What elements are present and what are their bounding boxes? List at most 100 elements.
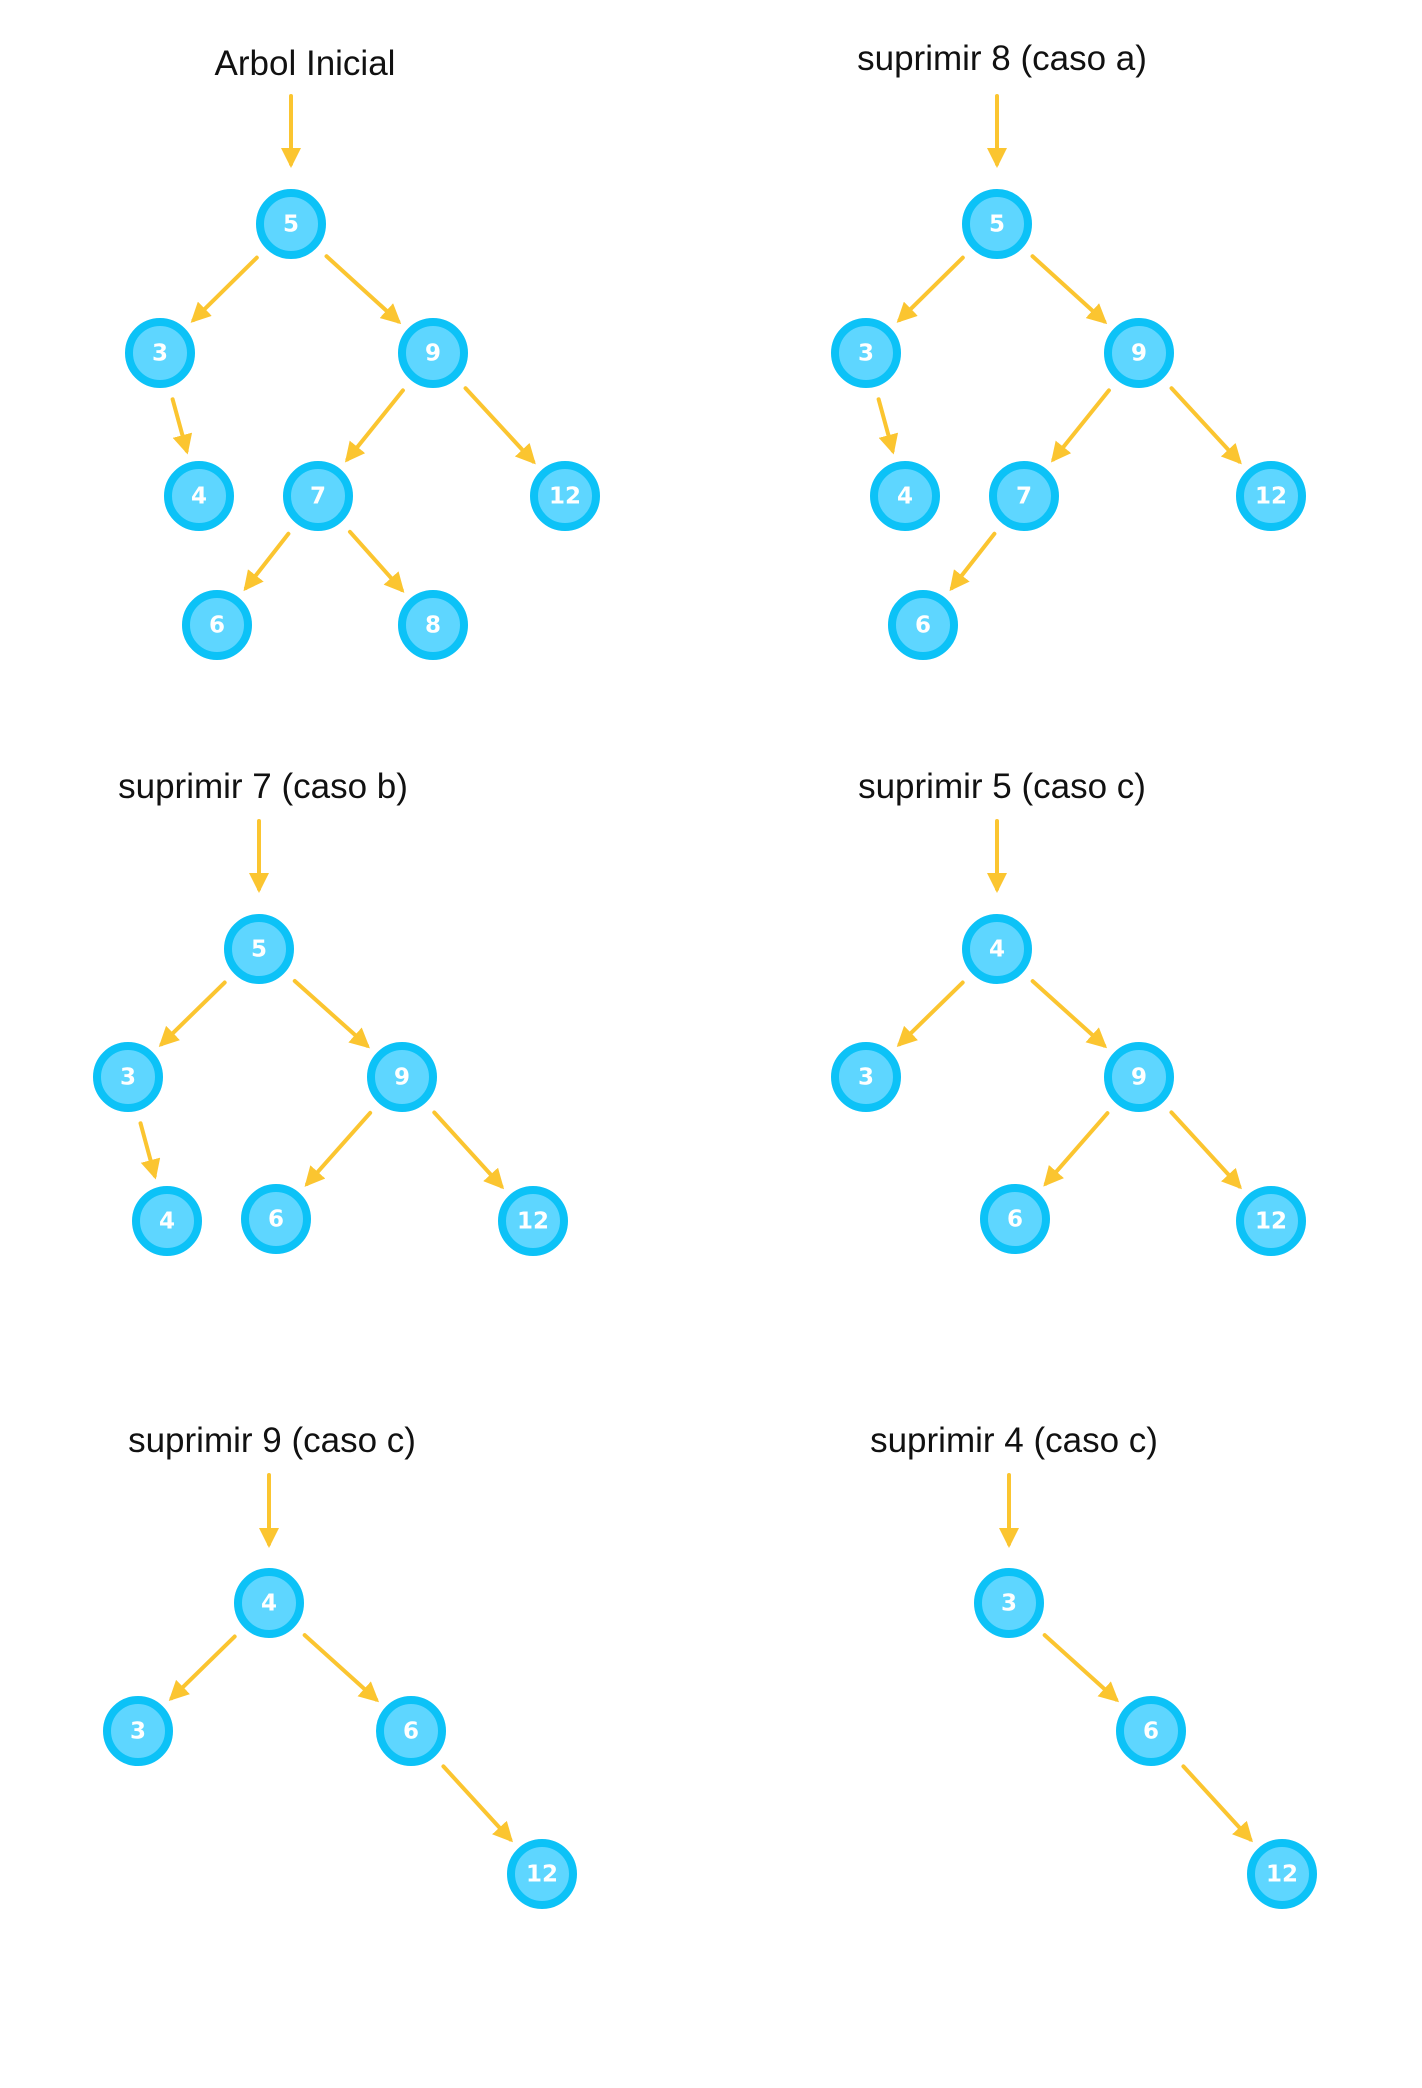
tree-node-12: 12 [507,1839,577,1909]
tree-node-3: 3 [125,318,195,388]
edge-arrow-9-7 [344,388,405,463]
diagram-title-0: Arbol Inicial [214,44,396,83]
tree-node-9: 9 [1104,1042,1174,1112]
node-circle [831,1042,901,1112]
node-circle [283,461,353,531]
node-label: 12 [517,1209,549,1235]
tree-node-7: 7 [989,461,1059,531]
node-label: 6 [915,613,931,639]
node-circle [234,1568,304,1638]
node-label: 12 [526,1862,558,1888]
node-circle [962,189,1032,259]
edge-arrow-5-9 [324,254,402,325]
tree-node-12: 12 [1247,1839,1317,1909]
node-circle [1104,318,1174,388]
node-label: 6 [1143,1719,1159,1745]
node-circle [182,590,252,660]
node-label: 3 [152,341,168,367]
node-circle [498,1186,568,1256]
tree-node-9: 9 [367,1042,437,1112]
tree-node-4: 4 [234,1568,304,1638]
node-circle [974,1568,1044,1638]
node-circle [241,1184,311,1254]
diagram-title-5: suprimir 4 (caso c) [870,1421,1158,1460]
node-label: 12 [1255,1209,1287,1235]
tree-node-4: 4 [132,1186,202,1256]
node-label: 9 [394,1065,410,1091]
node-label: 3 [858,341,874,367]
node-label: 5 [989,212,1005,238]
node-label: 6 [1007,1207,1023,1233]
edge-arrow-7-8 [347,529,405,593]
node-circle [962,914,1032,984]
edge-arrow-4-3 [896,980,965,1047]
edge-arrow-9-6 [1043,1111,1110,1187]
node-circle [1236,1186,1306,1256]
edge-arrow-3-4 [138,1121,161,1180]
tree-2: 5 3 9 4 6 12 [93,914,568,1256]
edge-arrow-9-6 [304,1110,373,1187]
node-circle [376,1696,446,1766]
diagram-title-1: suprimir 8 (caso a) [857,39,1147,78]
edge-arrow-9-7 [1050,388,1111,463]
node-circle [1236,461,1306,531]
tree-node-9: 9 [398,318,468,388]
edge-arrow-5-3 [158,980,227,1047]
tree-node-3: 3 [93,1042,163,1112]
tree-node-12: 12 [1236,1186,1306,1256]
tree-node-6: 6 [980,1184,1050,1254]
edge-arrow-3-4 [876,397,899,455]
tree-node-6: 6 [241,1184,311,1254]
node-label: 9 [1131,341,1147,367]
tree-node-5: 5 [224,914,294,984]
node-circle [398,318,468,388]
edge-arrow-4-3 [168,1634,237,1701]
edge-arrow-9-12 [1169,1110,1242,1190]
node-label: 3 [1001,1591,1017,1617]
node-label: 5 [283,212,299,238]
tree-node-6: 6 [888,590,958,660]
tree-node-8: 8 [398,590,468,660]
edge-arrow-4-9 [1030,979,1108,1049]
node-label: 9 [425,341,441,367]
node-circle [1247,1839,1317,1909]
node-circle [103,1696,173,1766]
edge-arrow-7-6 [243,531,291,592]
tree-node-3: 3 [831,1042,901,1112]
edge-arrow-3-4 [170,397,193,455]
node-label: 7 [1016,484,1032,510]
node-label: 8 [425,613,441,639]
edge-arrow-9-12 [1169,386,1242,465]
edge-arrow-5-3 [190,255,259,323]
edge-arrow-5-3 [896,255,965,323]
node-label: 4 [261,1591,277,1617]
node-label: 6 [268,1207,284,1233]
node-circle [831,318,901,388]
tree-node-6: 6 [376,1696,446,1766]
tree-node-4: 4 [164,461,234,531]
tree-node-3: 3 [103,1696,173,1766]
tree-node-3: 3 [831,318,901,388]
edge-arrow-9-12 [463,386,536,465]
node-label: 12 [549,484,581,510]
tree-node-5: 5 [256,189,326,259]
tree-node-12: 12 [530,461,600,531]
tree-node-6: 6 [1116,1696,1186,1766]
tree-node-3: 3 [974,1568,1044,1638]
node-circle [132,1186,202,1256]
tree-node-6: 6 [182,590,252,660]
node-circle [507,1839,577,1909]
edge-arrow-4-6 [302,1633,380,1703]
node-circle [870,461,940,531]
node-label: 12 [1266,1862,1298,1888]
diagram-title-3: suprimir 5 (caso c) [858,767,1146,806]
tree-node-5: 5 [962,189,1032,259]
node-label: 12 [1255,484,1287,510]
node-label: 5 [251,937,267,963]
node-label: 3 [858,1065,874,1091]
node-circle [224,914,294,984]
node-circle [989,461,1059,531]
tree-5: 3 6 12 [974,1568,1317,1909]
node-label: 3 [120,1065,136,1091]
